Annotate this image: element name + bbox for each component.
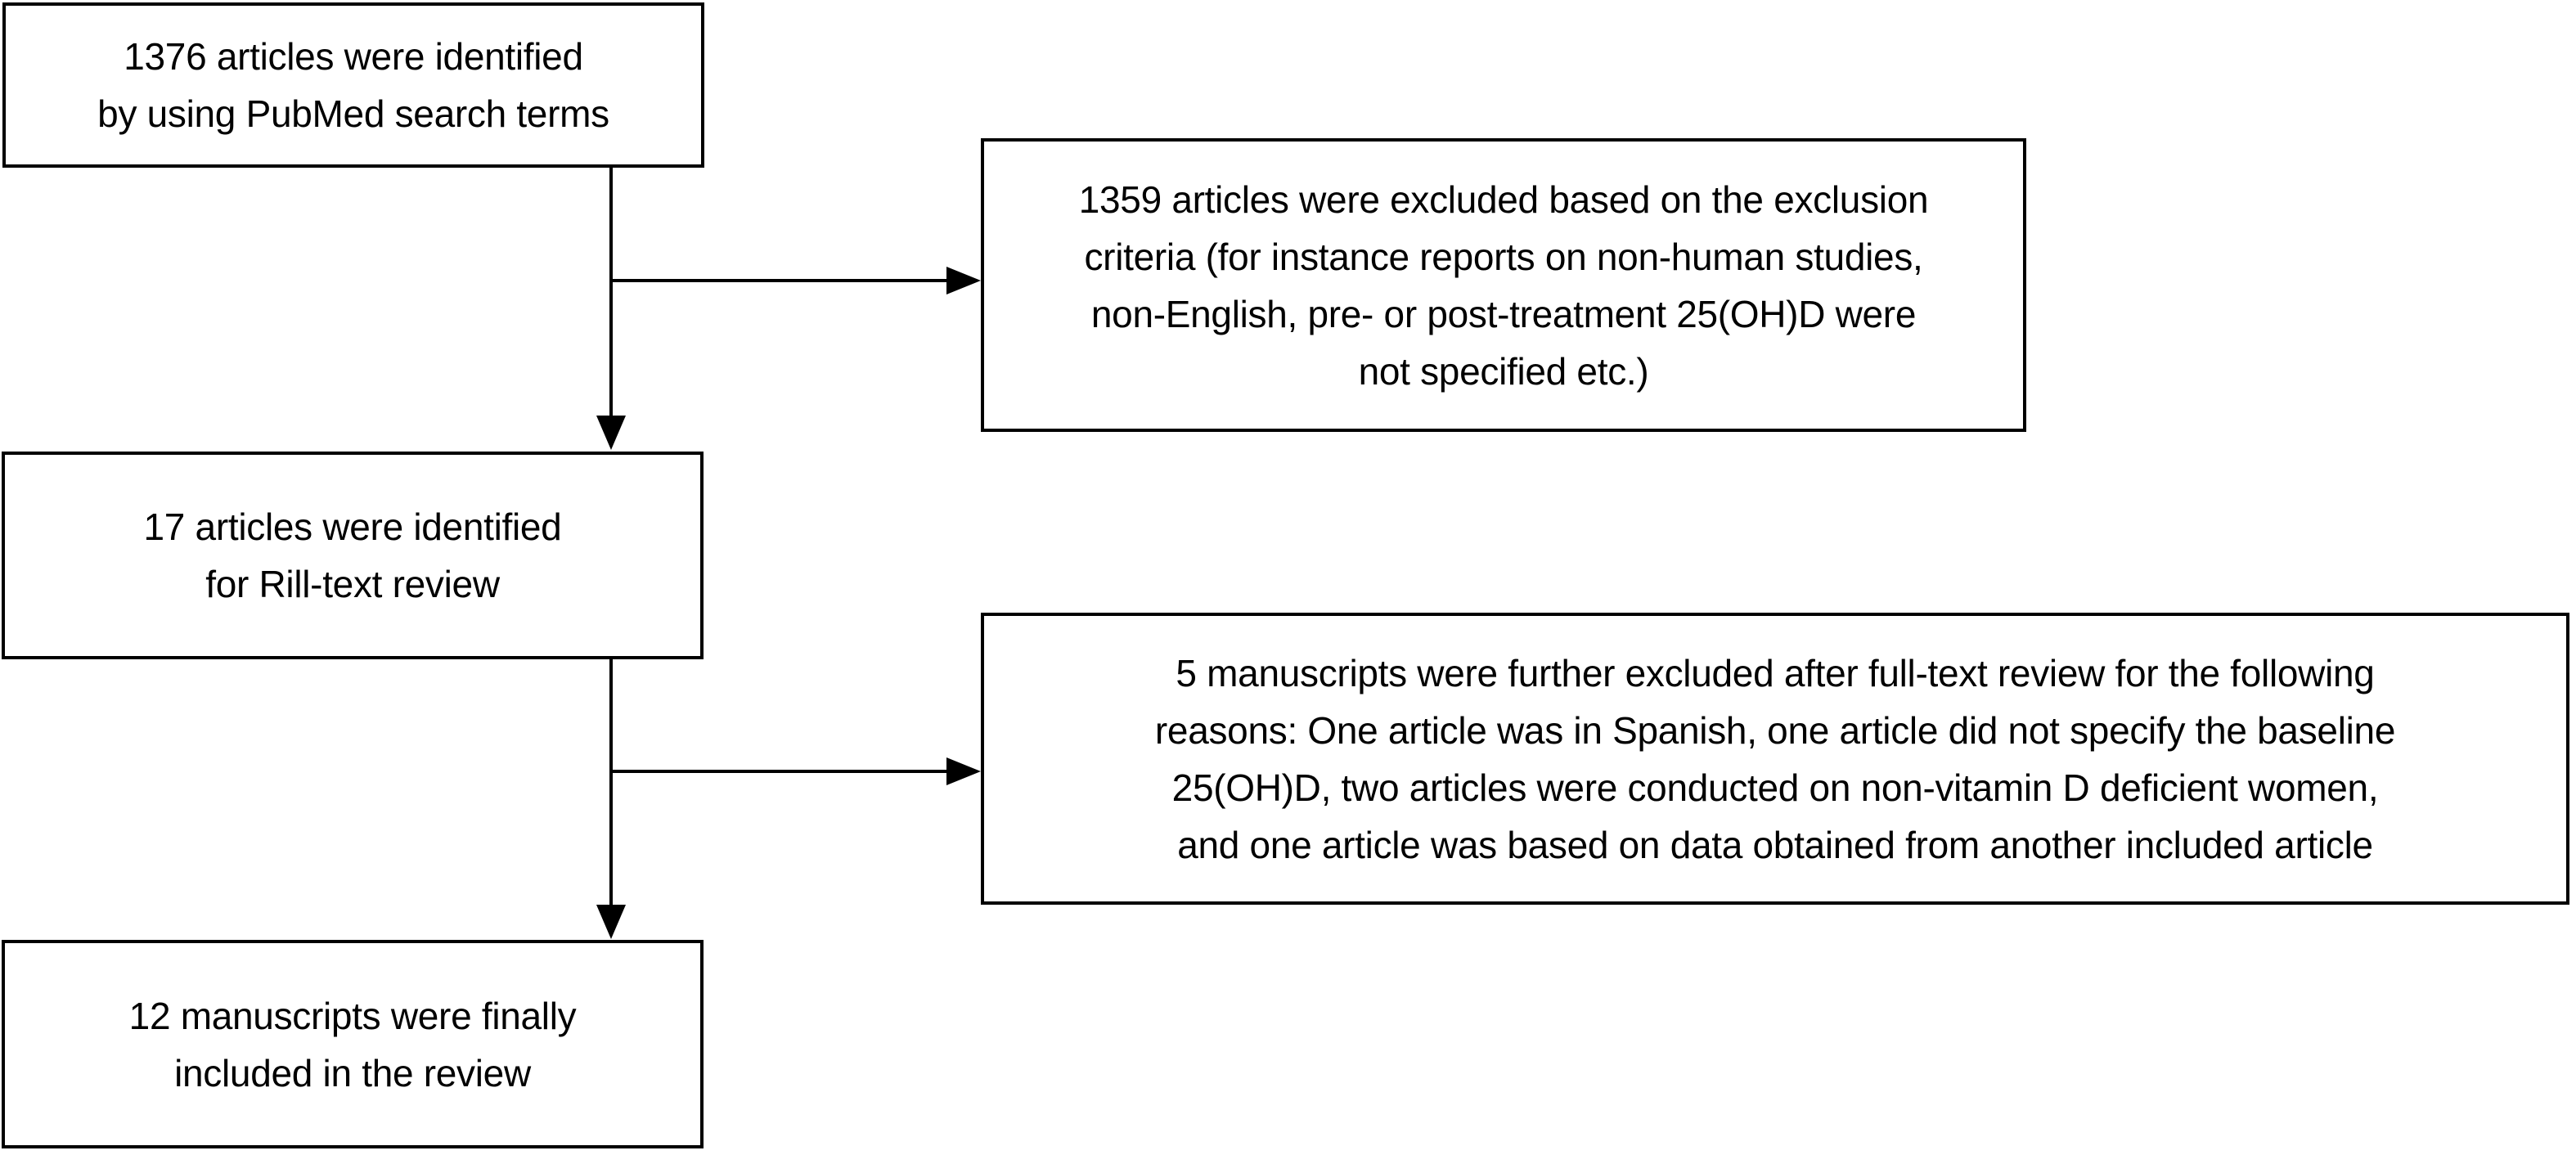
- connector-line-vertical-2: [609, 659, 613, 906]
- flow-box-fulltext-review: 17 articles were identified for Rill-tex…: [2, 452, 704, 659]
- arrow-down-icon: [596, 416, 626, 450]
- connector-line-vertical-1: [609, 168, 613, 417]
- flow-box-articles-excluded-text: 1359 articles were excluded based on the…: [1078, 178, 1929, 393]
- flow-box-articles-identified: 1376 articles were identified by using P…: [2, 2, 704, 168]
- flow-box-fulltext-review-text: 17 articles were identified for Rill-tex…: [143, 506, 562, 605]
- arrow-right-icon: [946, 267, 981, 294]
- flow-box-articles-identified-text: 1376 articles were identified by using P…: [97, 35, 609, 135]
- arrow-down-icon: [596, 905, 626, 939]
- connector-line-horizontal-2: [611, 770, 948, 773]
- flow-box-manuscripts-excluded-text: 5 manuscripts were further excluded afte…: [1154, 651, 2396, 866]
- flow-box-articles-excluded: 1359 articles were excluded based on the…: [981, 138, 2026, 432]
- flow-box-manuscripts-included-text: 12 manuscripts were finally included in …: [128, 994, 577, 1094]
- flow-box-manuscripts-excluded: 5 manuscripts were further excluded afte…: [981, 613, 2569, 905]
- flow-box-manuscripts-included: 12 manuscripts were finally included in …: [2, 940, 704, 1148]
- connector-line-horizontal-1: [611, 279, 948, 282]
- arrow-right-icon: [946, 757, 981, 785]
